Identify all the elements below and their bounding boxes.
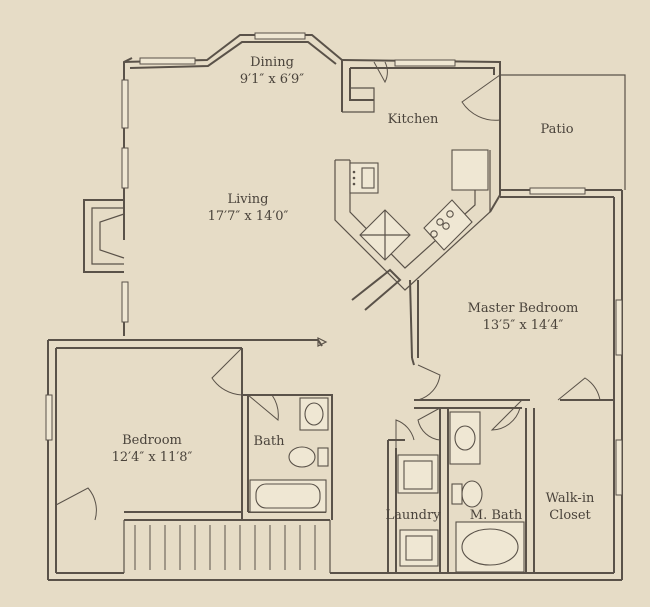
room-dining-name: Dining xyxy=(250,55,294,70)
kitchen-counter xyxy=(334,149,491,311)
interior-walls xyxy=(123,60,614,573)
room-living-name: Living xyxy=(227,192,269,207)
room-master-bedroom: Master Bedroom 13′5″ x 14′4″ xyxy=(468,300,579,334)
windows xyxy=(45,32,623,496)
room-walk-in-closet: Walk-in Closet xyxy=(546,490,595,524)
room-master-bedroom-dims: 13′5″ x 14′4″ xyxy=(482,318,564,333)
room-kitchen: Kitchen xyxy=(388,111,439,128)
room-kitchen-name: Kitchen xyxy=(387,112,439,127)
room-laundry-name: Laundry xyxy=(385,508,441,523)
room-laundry: Laundry xyxy=(385,507,440,524)
exterior-walls xyxy=(47,34,626,581)
room-living-dims: 17′7″ x 14′0″ xyxy=(207,209,289,224)
room-patio-name: Patio xyxy=(540,122,574,137)
doors xyxy=(55,61,601,521)
room-master-bath: M. Bath xyxy=(470,507,522,524)
room-bedroom: Bedroom 12′4″ x 11′8″ xyxy=(112,432,193,466)
closet-shelving xyxy=(134,525,316,570)
room-bath: Bath xyxy=(254,433,285,450)
room-master-bath-name: M. Bath xyxy=(469,508,523,523)
room-bath-name: Bath xyxy=(253,434,285,449)
room-bedroom-name: Bedroom xyxy=(122,433,182,448)
room-dining-dims: 9′1″ x 6′9″ xyxy=(239,72,305,87)
room-walk-in-closet-name2: Closet xyxy=(549,508,591,523)
room-patio: Patio xyxy=(540,121,573,138)
room-bedroom-dims: 12′4″ x 11′8″ xyxy=(111,450,193,465)
room-walk-in-closet-name: Walk-in xyxy=(545,491,595,506)
room-master-bedroom-name: Master Bedroom xyxy=(467,301,579,316)
room-living: Living 17′7″ x 14′0″ xyxy=(208,191,289,225)
bath-fixtures xyxy=(249,397,525,573)
room-dining: Dining 9′1″ x 6′9″ xyxy=(240,54,304,88)
